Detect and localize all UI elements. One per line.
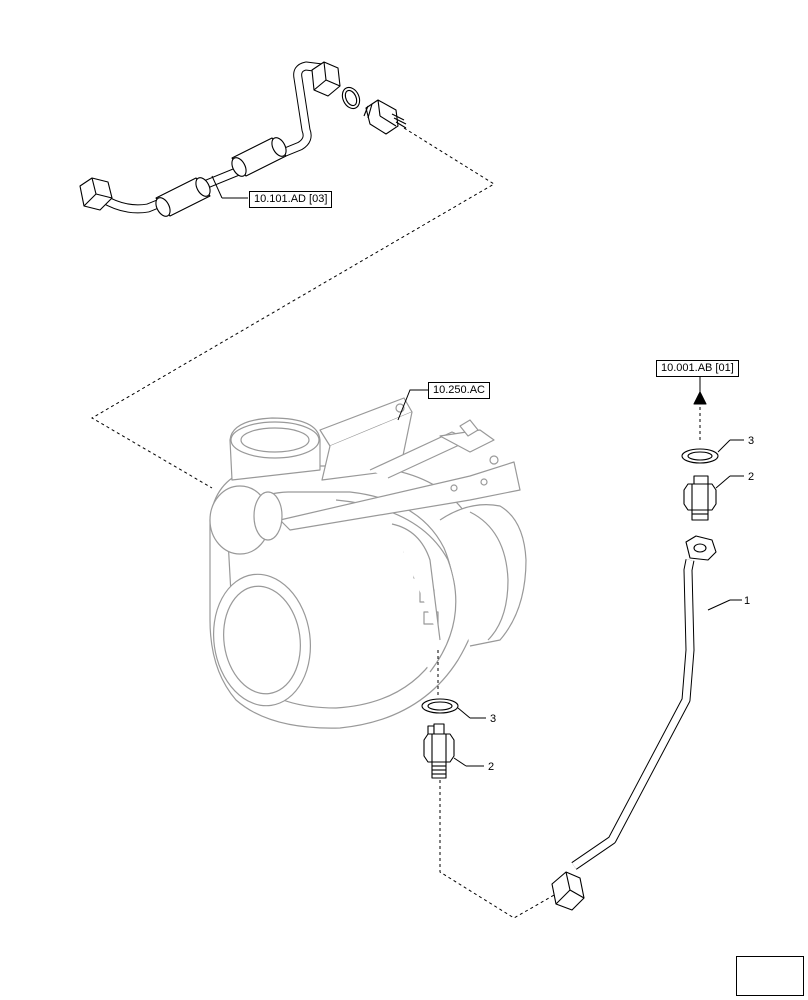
leader-adapter-lower [453, 757, 467, 767]
leader-turbocharger [397, 389, 428, 421]
upper-pipe-assembly [79, 61, 407, 217]
reference-pipe-assembly[interactable]: 10.101.AD [03] [249, 191, 333, 208]
leader-seal-lower [457, 707, 471, 719]
next-page-button[interactable] [736, 956, 804, 996]
callout-adapter-lower: 2 [488, 761, 494, 773]
center-housing [391, 523, 441, 641]
upper-sleeve-left [155, 177, 211, 217]
callout-seal-lower: 3 [490, 713, 496, 725]
callout-pipe: 1 [744, 595, 750, 607]
upper-sleeve-right [231, 137, 287, 177]
reference-oil-return[interactable]: 10.001.AB [01] [656, 360, 739, 377]
dashed-route-upper [91, 127, 495, 489]
leader-pipe [707, 599, 731, 611]
flow-arrow-head [693, 391, 707, 405]
oil-pipe [551, 535, 717, 911]
callout-adapter-upper: 2 [748, 471, 754, 483]
adapter-lower [423, 723, 455, 779]
right-parts [551, 391, 744, 911]
lower-left-parts [421, 698, 486, 779]
dashed-route-lower [439, 780, 557, 919]
reference-turbocharger[interactable]: 10.250.AC [428, 382, 490, 399]
adapter-upper [683, 475, 717, 521]
turbocharger [209, 397, 527, 729]
upper-adapter [363, 99, 407, 135]
leader-pipe-assembly [211, 175, 223, 199]
actuator-arm [279, 461, 521, 531]
callout-seal-upper: 3 [748, 435, 754, 447]
